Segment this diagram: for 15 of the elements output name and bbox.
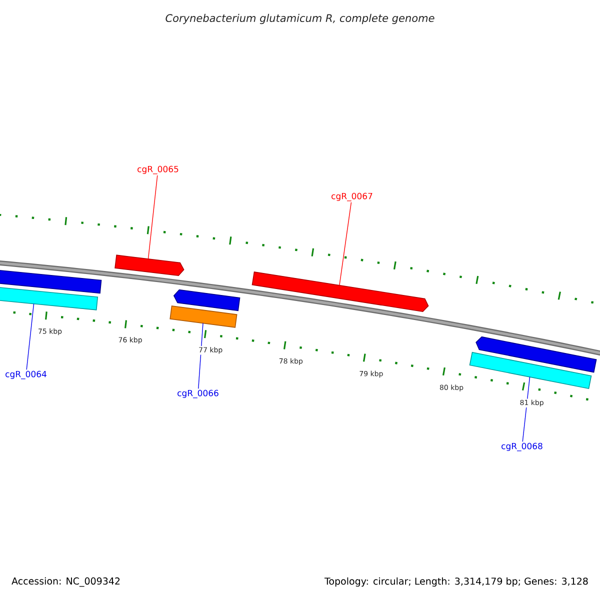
gene-feature — [0, 284, 98, 310]
genome-info-label: Topology: circular; Length: 3,314,179 bp; Genes: 3,128 — [324, 577, 588, 587]
gene-label: cgR_0066 — [178, 390, 218, 398]
gene-label: cgR_0067 — [332, 192, 372, 202]
gene-label: cgR_0068 — [502, 442, 542, 452]
leader-line — [26, 303, 34, 370]
leader-line — [148, 175, 158, 260]
gene-feature — [170, 306, 238, 328]
gene-feature — [0, 267, 102, 294]
leader-line — [339, 202, 352, 286]
title: Corynebacterium glutamicum R, complete genome — [166, 14, 434, 24]
gene-feature — [476, 336, 597, 373]
gene-label: cgR_0065 — [138, 166, 178, 174]
accession-label: Accession: NC_009342 — [12, 577, 120, 587]
gene-label: cgR_0064 — [6, 370, 46, 380]
